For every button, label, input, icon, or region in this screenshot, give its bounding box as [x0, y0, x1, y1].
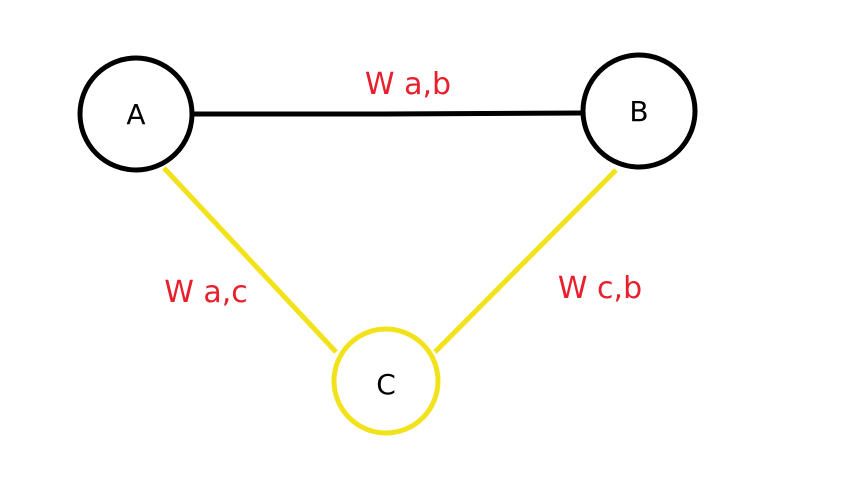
node-c-label: C — [376, 368, 396, 401]
node-b-label: B — [629, 95, 648, 128]
node-c: C — [331, 326, 441, 436]
node-a-label: A — [126, 98, 145, 131]
node-b: B — [580, 52, 698, 170]
node-b-circle — [580, 52, 698, 170]
edge-c-b — [433, 168, 618, 354]
node-a-circle — [77, 55, 195, 173]
edge-label-a-b: W a,b — [365, 67, 451, 102]
edge-label-a-c: W a,c — [164, 275, 248, 310]
edge-a-b — [194, 110, 583, 117]
node-c-circle — [331, 326, 441, 436]
node-a: A — [77, 55, 195, 173]
edge-a-c — [162, 166, 338, 354]
edge-label-c-b: W c,b — [558, 271, 642, 306]
